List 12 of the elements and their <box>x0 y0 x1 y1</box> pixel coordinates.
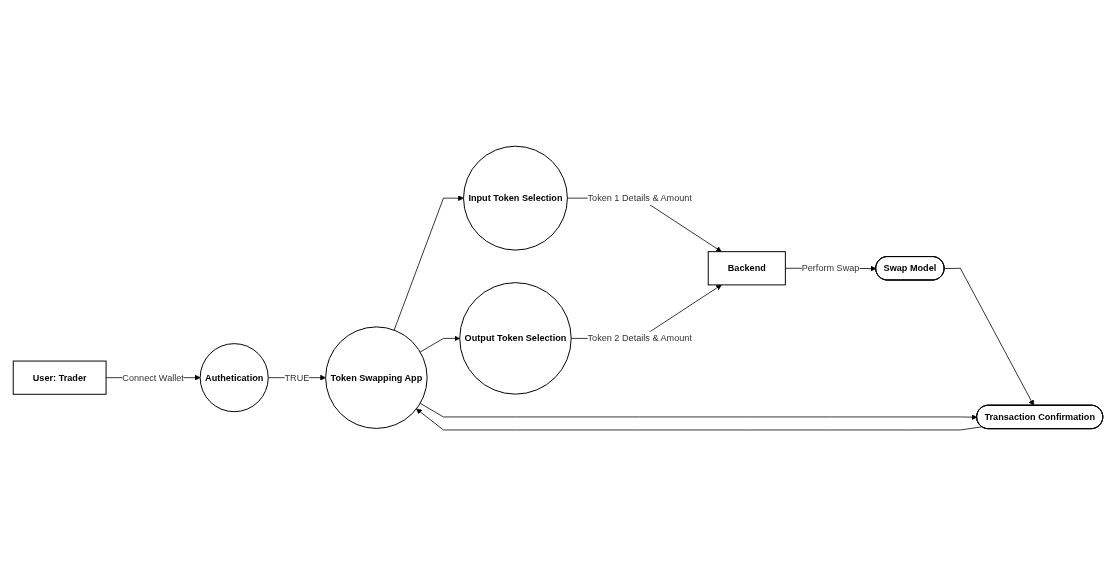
node-circle <box>199 343 269 413</box>
flowchart-drawing: Connect Wallet TRUE Token 1 Details & Amount Token 2 Details & Amount Perform Swap User: Trader Authetication Token Swapping App Input Token Selection Output Token Selection Backend Swap Model Transaction Confirmation <box>7 140 1108 436</box>
edge-label: Connect Wallet <box>121 372 184 383</box>
node-circle <box>462 145 568 251</box>
node-circle <box>458 282 572 395</box>
node-box <box>707 251 786 286</box>
edge-label: TRUE <box>284 372 309 383</box>
edge-label: Perform Swap <box>801 262 859 274</box>
node-box <box>12 360 107 395</box>
node-circle <box>324 326 428 429</box>
edge-label: Token 1 Details & Amount <box>586 192 692 203</box>
edge-label: Token 2 Details & Amount <box>586 332 692 344</box>
